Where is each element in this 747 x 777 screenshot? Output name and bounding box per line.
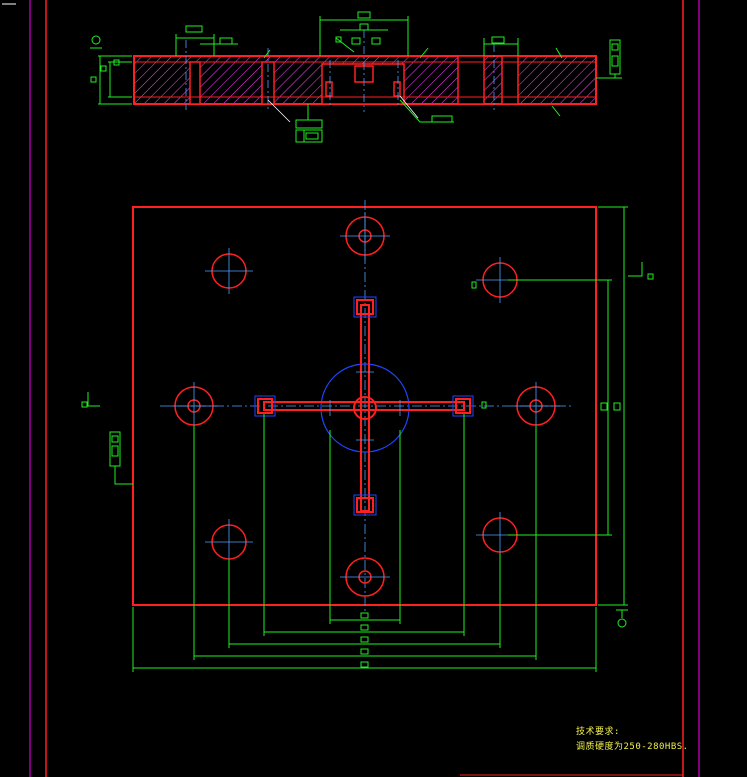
plan-view <box>132 200 597 612</box>
technical-requirements-title: 技术要求: <box>576 727 620 737</box>
leaders <box>267 95 419 123</box>
sheet-border <box>2 0 700 777</box>
technical-requirements-line: 调质硬度为250-280HBS. <box>576 742 689 752</box>
section-dimensions <box>90 11 622 143</box>
section-view <box>133 30 597 112</box>
plan-dimensions <box>81 206 654 672</box>
